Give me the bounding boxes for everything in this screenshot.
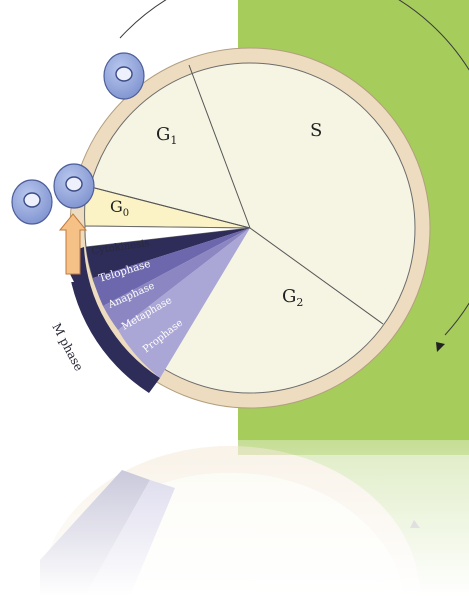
g0-transition-arrow bbox=[58, 213, 88, 275]
m-phase-arrow-head bbox=[66, 274, 74, 282]
reflection-fade bbox=[0, 440, 469, 596]
cell-icon-top bbox=[103, 52, 145, 100]
divider-s-g2 bbox=[249, 227, 384, 325]
outer-progress-arc bbox=[119, 0, 469, 336]
prophase-wedge bbox=[118, 228, 250, 378]
s-label: S bbox=[310, 120, 322, 141]
divider-g1-s bbox=[188, 64, 251, 229]
cell-icon-middle bbox=[53, 163, 95, 209]
g1-label: G1 bbox=[156, 124, 177, 147]
divider-g1-g0 bbox=[86, 185, 251, 229]
anaphase-wedge bbox=[93, 228, 250, 306]
g2-label: G2 bbox=[282, 286, 303, 309]
telophase-wedge bbox=[86, 228, 250, 278]
g0-label: G0 bbox=[110, 197, 129, 219]
metaphase-wedge bbox=[103, 228, 250, 330]
cell-icon-left bbox=[11, 179, 53, 225]
cycle-arrowhead bbox=[436, 342, 445, 352]
cytokinesis-wedge bbox=[84, 225, 251, 248]
m-phase-label: M phase bbox=[49, 321, 86, 373]
